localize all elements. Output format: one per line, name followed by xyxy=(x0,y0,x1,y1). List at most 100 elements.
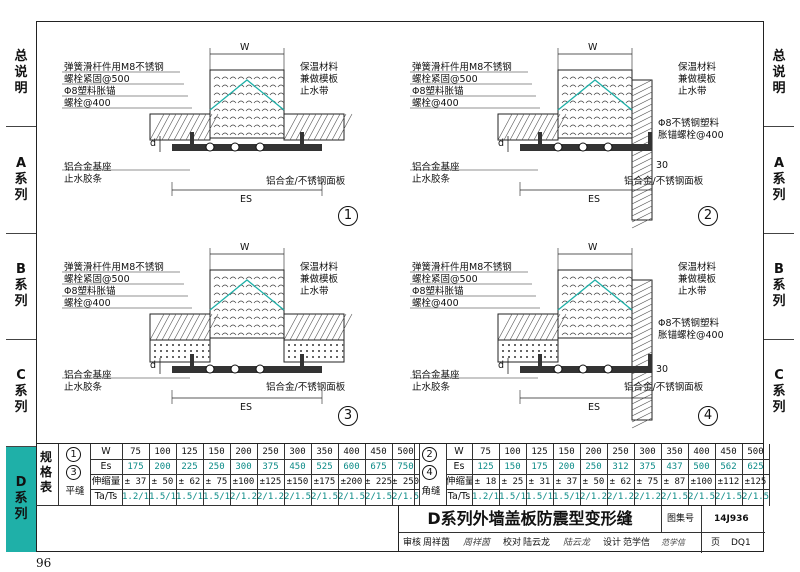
spec-cell: 300 xyxy=(639,447,656,457)
spec-cell: 200 xyxy=(154,462,171,472)
side-tab-label: A系列 xyxy=(14,155,28,203)
drawing-frame xyxy=(36,21,764,552)
spec-cell: ± 50 xyxy=(582,477,605,487)
spec-cell: ± 18 xyxy=(474,477,497,487)
label-bottom-right: 铝合金/不锈钢面板 xyxy=(266,176,346,187)
side-tab-divider xyxy=(6,339,36,341)
spec-cell: ±125 xyxy=(259,477,282,487)
spec-cell: ±200 xyxy=(340,477,363,487)
side-tab-label: B系列 xyxy=(14,261,28,309)
label-right-mid-0: Φ8不锈钢塑料 xyxy=(658,318,720,329)
spec-cell: ± 62 xyxy=(609,477,632,487)
label-bottom-left-1: 止水胶条 xyxy=(64,382,103,393)
table-rule-v xyxy=(284,444,285,506)
side-tab-2[interactable]: B系列 xyxy=(6,233,36,339)
spec-cell: 300 xyxy=(289,447,306,457)
detail-number-circle: 4 xyxy=(698,406,718,426)
label-left-1: 螺栓紧固@500 xyxy=(64,74,130,85)
table-rule-v xyxy=(365,444,366,506)
side-tab-divider xyxy=(6,232,36,234)
spec-cell: 450 xyxy=(289,462,306,472)
dim-w: W xyxy=(240,242,250,253)
side-tab-3[interactable]: C系列 xyxy=(6,339,36,445)
side-tab-1[interactable]: A系列 xyxy=(6,126,36,232)
table-rule-v xyxy=(414,444,415,506)
table-rule-v xyxy=(715,444,716,506)
spec-circle-4: 4 xyxy=(422,465,437,480)
label-left-1: 螺栓紧固@500 xyxy=(64,274,130,285)
side-tab-2[interactable]: B系列 xyxy=(764,233,794,339)
detail-drawing xyxy=(62,248,353,404)
spec-cell: ± 87 xyxy=(663,477,686,487)
side-tab-label: C系列 xyxy=(14,368,28,416)
designer-name: 范学信 xyxy=(623,538,651,548)
spec-cell: ± 75 xyxy=(205,477,228,487)
side-tab-label: A系列 xyxy=(772,155,786,203)
spec-cell: 1.2/1 xyxy=(122,492,149,502)
side-tab-label: C系列 xyxy=(772,368,786,416)
label-bottom-right: 铝合金/不锈钢面板 xyxy=(266,382,346,393)
dim-d: d xyxy=(498,138,505,149)
design-label: 设计 xyxy=(603,538,622,548)
spec-cell: 2/1.2 xyxy=(230,492,257,502)
spec-cell: 100 xyxy=(504,447,521,457)
label-bottom-right: 铝合金/不锈钢面板 xyxy=(624,176,704,187)
side-tab-label: D系列 xyxy=(14,474,28,522)
table-rule-v xyxy=(607,444,608,506)
label-left-0: 弹簧滑杆件用M8不锈钢 xyxy=(64,62,164,73)
title-block: D系列外墙盖板防震型变形缝 图集号 14J936 审核 周祥茵 周祥茵 校对 陆… xyxy=(398,505,765,553)
spec-cell: 175 xyxy=(531,462,548,472)
table-rule-v xyxy=(472,444,473,506)
label-left-2: Φ8塑料胀锚 xyxy=(412,286,464,297)
side-tab-0[interactable]: 总说明 xyxy=(6,20,36,126)
side-tab-1[interactable]: A系列 xyxy=(764,126,794,232)
spec-row-label: W xyxy=(454,446,464,457)
label-right-2: 止水带 xyxy=(300,286,329,297)
designer-signature: 范学信 xyxy=(661,538,685,547)
spec-cell: 2/1.2 xyxy=(257,492,284,502)
dim-es: ES xyxy=(240,402,253,413)
spec-cell: 175 xyxy=(127,462,144,472)
spec-row-label: Ta/Ts xyxy=(94,491,118,502)
spec-cell: 1.5/1 xyxy=(149,492,176,502)
spec-cell: 225 xyxy=(181,462,198,472)
spec-cell: 100 xyxy=(154,447,171,457)
table-rule-v xyxy=(90,444,91,506)
label-right-2: 止水带 xyxy=(300,86,329,97)
label-right-mid-0: Φ8不锈钢塑料 xyxy=(658,118,720,129)
label-right-1: 兼做模板 xyxy=(300,74,339,85)
spec-cell: 75 xyxy=(130,447,141,457)
label-bottom-left-1: 止水胶条 xyxy=(64,174,103,185)
side-tab-3[interactable]: C系列 xyxy=(764,339,794,445)
spec-cell: 312 xyxy=(612,462,629,472)
spec-cell: 525 xyxy=(316,462,333,472)
dim-w: W xyxy=(240,42,250,53)
label-right-0: 保温材料 xyxy=(300,62,339,73)
label-right-mid-1: 胀锚螺栓@400 xyxy=(658,330,724,341)
label-left-2: Φ8塑料胀锚 xyxy=(64,286,116,297)
spec-cell: 150 xyxy=(558,447,575,457)
label-left-2: Φ8塑料胀锚 xyxy=(412,86,464,97)
detail-number-circle: 3 xyxy=(338,406,358,426)
label-left-3: 螺栓@400 xyxy=(412,298,459,309)
label-left-0: 弹簧滑杆件用M8不锈钢 xyxy=(412,62,512,73)
spec-cell: ± 50 xyxy=(151,477,174,487)
detail-number-circle: 1 xyxy=(338,206,358,226)
spec-cell: 300 xyxy=(235,462,252,472)
reviewer-name: 周祥茵 xyxy=(423,538,451,548)
spec-cell: ±150 xyxy=(286,477,309,487)
spec-cell: 750 xyxy=(397,462,414,472)
spec-cell: 200 xyxy=(235,447,252,457)
dim-30: 30 xyxy=(656,364,669,375)
spec-cell: 1.2/1 xyxy=(472,492,499,502)
side-tab-0[interactable]: 总说明 xyxy=(764,20,794,126)
side-tab-4[interactable]: D系列 xyxy=(6,445,36,552)
atlas-label: 图集号 xyxy=(667,514,695,524)
label-right-2: 止水带 xyxy=(678,86,707,97)
spec-cell: 125 xyxy=(477,462,494,472)
checker-name: 陆云龙 xyxy=(523,538,551,548)
page-label: 页 xyxy=(711,538,721,548)
